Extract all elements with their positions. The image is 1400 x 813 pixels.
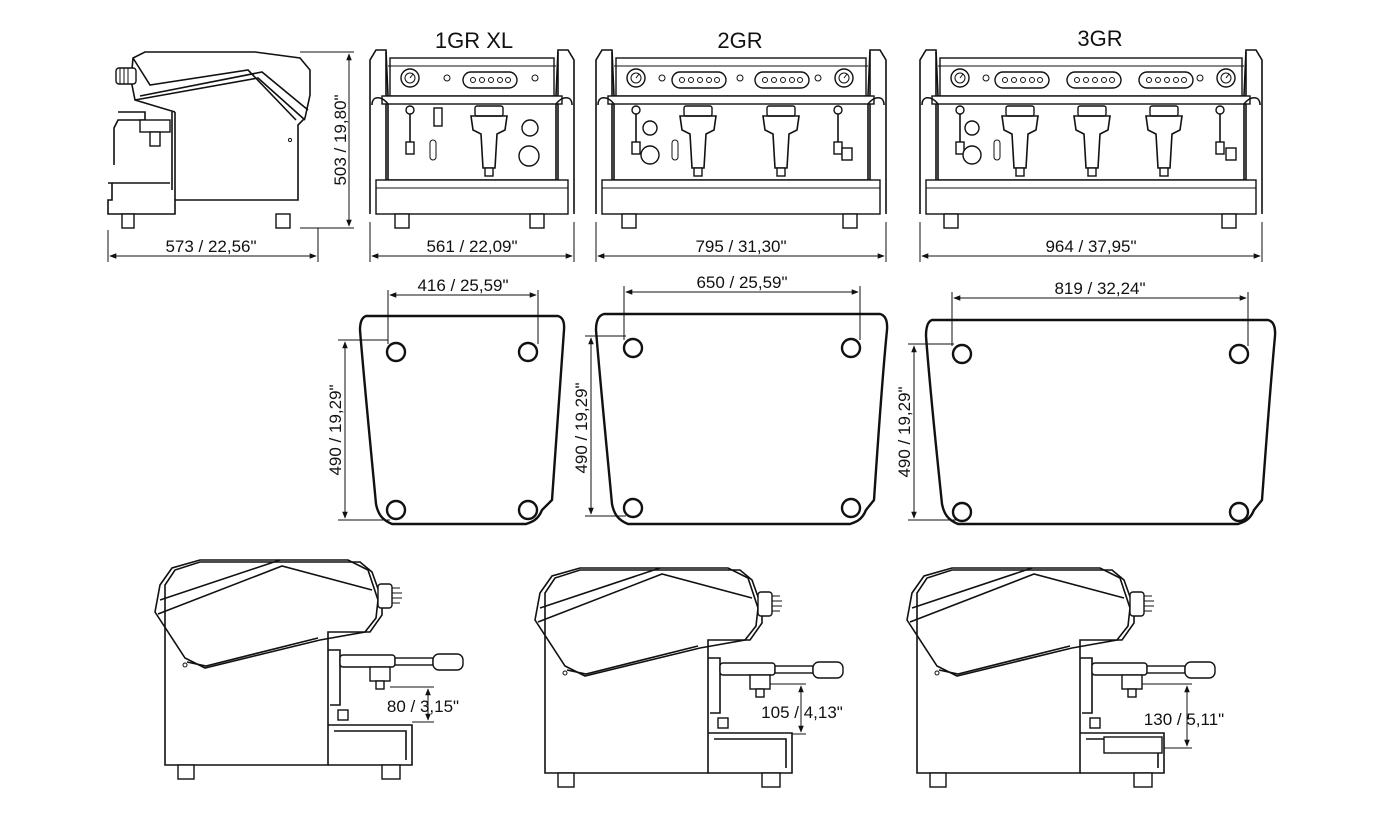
title-2gr: 2GR — [717, 28, 762, 53]
depth-label-2gr: 490 / 19,29" — [572, 382, 591, 473]
front-view-3gr — [919, 49, 1263, 229]
side-height-label: 503 / 19,80" — [331, 94, 350, 185]
foot-label-2gr: 650 / 25,59" — [696, 273, 787, 292]
clearance-label-1gr: 80 / 3,15" — [387, 697, 459, 716]
foot-label-1gr: 416 / 25,59" — [417, 276, 508, 295]
side-view-3gr — [906, 567, 1216, 788]
width-label-3gr: 964 / 37,95" — [1045, 237, 1136, 256]
title-3gr: 3GR — [1077, 26, 1122, 51]
footprint-1gr — [358, 314, 566, 526]
foot-label-3gr: 819 / 32,24" — [1054, 279, 1145, 298]
depth-label-3gr: 490 / 19,29" — [895, 386, 914, 477]
side-view-small — [107, 51, 311, 229]
footprint-2gr — [594, 312, 889, 526]
width-label-2gr: 795 / 31,30" — [695, 237, 786, 256]
footprint-3gr — [924, 318, 1277, 526]
clearance-label-3gr: 130 / 5,11" — [1144, 710, 1224, 729]
front-view-1gr — [369, 49, 575, 229]
depth-label-1gr: 490 / 19,29" — [326, 384, 345, 475]
cup-tray-3gr — [1103, 736, 1163, 754]
clearance-label-2gr: 105 / 4,13" — [761, 703, 843, 722]
side-depth-label: 573 / 22,56" — [165, 237, 256, 256]
side-view-2gr — [534, 567, 844, 788]
front-view-2gr — [595, 49, 887, 229]
side-view-1gr — [154, 559, 464, 780]
title-1gr: 1GR XL — [435, 28, 513, 53]
width-label-1gr: 561 / 22,09" — [426, 237, 517, 256]
